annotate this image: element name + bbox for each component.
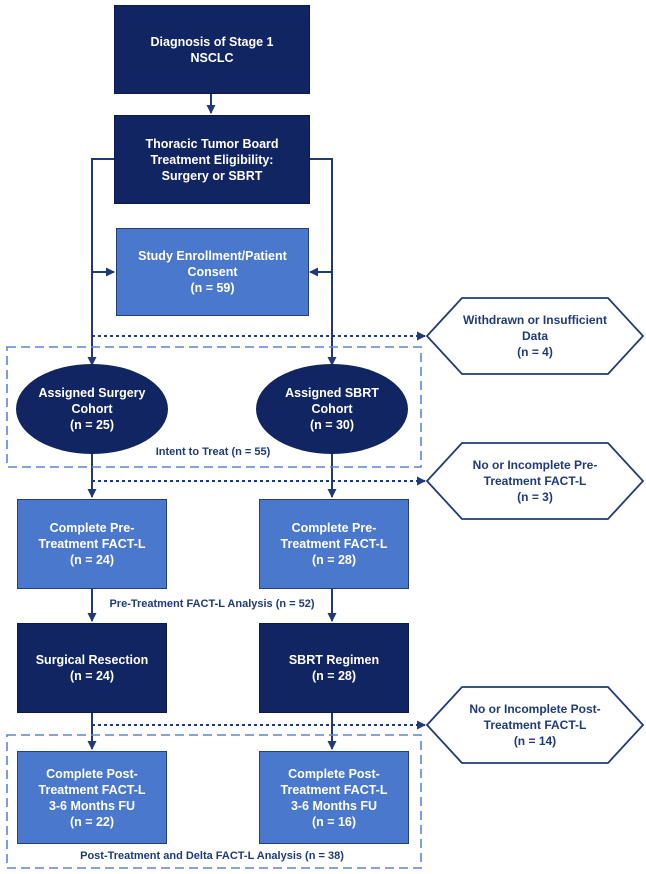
resection-line-2: (n = 24) — [69, 669, 115, 683]
surgery-cohort-line-2: Cohort — [71, 402, 113, 416]
no-pre-text: No or Incomplete Pre- Treatment FACT-L (… — [455, 447, 615, 515]
pre-surgery-box: Complete Pre- Treatment FACT-L (n = 24) — [17, 499, 167, 589]
tumor-board-line-3: Surgery or SBRT — [161, 168, 263, 183]
no-pre-line-1: No or Incomplete Pre- — [472, 458, 598, 472]
pre-sbrt-line-3: (n = 28) — [311, 553, 357, 567]
sbrt-cohort-line-1: Assigned SBRT — [285, 386, 379, 400]
surgery-cohort-line-1: Assigned Surgery — [38, 386, 146, 400]
enrollment-box: Study Enrollment/Patient Consent (n = 59… — [116, 228, 309, 316]
tumor-board-line-1: Thoracic Tumor Board — [145, 136, 279, 151]
resection-line-1: Surgical Resection — [35, 653, 149, 667]
sbrt-regimen-line-2: (n = 28) — [311, 669, 357, 683]
no-pre-line-3: (n = 3) — [517, 490, 553, 504]
intent-to-treat-group — [6, 346, 422, 468]
no-post-hexagon — [425, 686, 645, 764]
post-surgery-line-2: Treatment FACT-L — [38, 782, 146, 797]
post-sbrt-line-4: (n = 16) — [311, 814, 357, 829]
withdrawn-line-2: Data — [521, 329, 548, 343]
enrollment-line-3: (n = 59) — [190, 281, 235, 295]
surgery-cohort-line-3: (n = 25) — [69, 418, 115, 432]
pre-surgery-line-2: Treatment FACT-L — [38, 537, 146, 551]
post-sbrt-line-1: Complete Post- — [288, 766, 380, 781]
sbrt-cohort-line-2: Cohort — [311, 402, 353, 416]
post-sbrt-line-3: 3-6 Months FU — [290, 798, 378, 813]
sbrt-cohort-oval: Assigned SBRT Cohort (n = 30) — [256, 364, 408, 454]
diagnosis-line-1: Diagnosis of Stage 1 — [150, 34, 274, 49]
post-analysis-group — [6, 734, 422, 869]
no-pre-line-2: Treatment FACT-L — [483, 474, 587, 488]
withdrawn-text: Withdrawn or Insufficient Data (n = 4) — [455, 302, 615, 370]
sbrt-cohort-line-3: (n = 30) — [309, 418, 355, 432]
no-post-line-1: No or Incomplete Post- — [469, 702, 601, 716]
pre-surgery-line-3: (n = 24) — [69, 553, 115, 567]
post-surgery-line-3: 3-6 Months FU — [48, 798, 136, 813]
pre-surgery-line-1: Complete Pre- — [49, 521, 135, 535]
withdrawn-hexagon — [425, 297, 645, 375]
no-pre-hexagon — [425, 442, 645, 520]
tumor-board-line-2: Treatment Eligibility: — [150, 152, 274, 167]
enrollment-line-1: Study Enrollment/Patient — [138, 249, 287, 263]
intent-to-treat-label: Intent to Treat (n = 55) — [155, 446, 271, 458]
withdrawn-line-1: Withdrawn or Insufficient — [463, 313, 607, 327]
diagnosis-box: Diagnosis of Stage 1 NSCLC — [114, 5, 310, 94]
no-post-text: No or Incomplete Post- Treatment FACT-L … — [455, 691, 615, 759]
surgery-cohort-oval: Assigned Surgery Cohort (n = 25) — [16, 364, 168, 454]
diagnosis-line-2: NSCLC — [190, 50, 234, 65]
pre-sbrt-line-1: Complete Pre- — [291, 521, 377, 535]
tumor-board-box: Thoracic Tumor Board Treatment Eligibili… — [114, 115, 310, 204]
withdrawn-line-3: (n = 4) — [517, 345, 553, 359]
no-post-line-2: Treatment FACT-L — [483, 718, 587, 732]
enrollment-line-2: Consent — [187, 265, 238, 279]
sbrt-regimen-line-1: SBRT Regimen — [288, 653, 380, 667]
post-analysis-label: Post-Treatment and Delta FACT-L Analysis… — [80, 850, 344, 862]
pre-analysis-label: Pre-Treatment FACT-L Analysis (n = 52) — [109, 598, 315, 610]
no-post-line-3: (n = 14) — [513, 734, 557, 748]
arrow-board-to-sbrt — [308, 158, 337, 366]
post-sbrt-box: Complete Post- Treatment FACT-L 3-6 Mont… — [259, 751, 409, 844]
arrow-board-to-surgery — [87, 158, 114, 366]
sbrt-regimen-box: SBRT Regimen (n = 28) — [259, 623, 409, 713]
pre-sbrt-line-2: Treatment FACT-L — [280, 537, 388, 551]
post-surgery-line-1: Complete Post- — [46, 766, 138, 781]
pre-sbrt-box: Complete Pre- Treatment FACT-L (n = 28) — [259, 499, 409, 589]
post-surgery-box: Complete Post- Treatment FACT-L 3-6 Mont… — [17, 751, 167, 844]
resection-box: Surgical Resection (n = 24) — [17, 623, 167, 713]
post-surgery-line-4: (n = 22) — [69, 814, 115, 829]
post-sbrt-line-2: Treatment FACT-L — [280, 782, 388, 797]
